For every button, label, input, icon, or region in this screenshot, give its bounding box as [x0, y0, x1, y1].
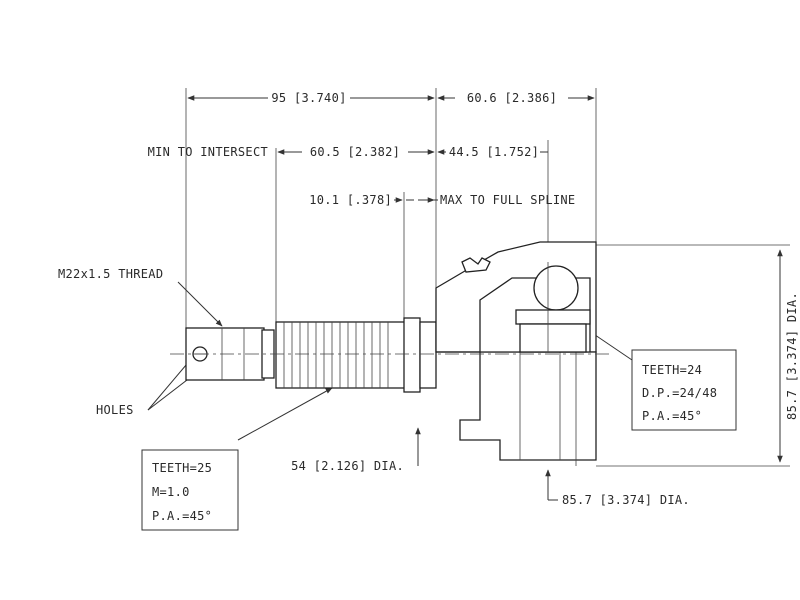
dim-10-1: 10.1 [.378]: [309, 193, 392, 207]
dim-85-7-dia-side: 85.7 [3.374] DIA.: [785, 292, 799, 420]
dim-54-dia: 54 [2.126] DIA.: [291, 459, 404, 473]
dim-60-6: 60.6 [2.386]: [467, 91, 557, 105]
outer-bell-housing: [435, 241, 597, 466]
dim-95: 95 [3.740]: [271, 91, 346, 105]
leader-thread: [177, 281, 223, 327]
min-to-intersect-label: MIN TO INTERSECT: [148, 145, 268, 159]
max-to-full-spline-label: MAX TO FULL SPLINE: [440, 193, 575, 207]
spline-outer-spec-box: TEETH=25 M=1.0 P.A.=45°: [141, 449, 239, 531]
outer-pressure-angle: P.A.=45°: [152, 509, 212, 523]
inner-teeth: TEETH=24: [642, 363, 702, 377]
inner-diametral-pitch: D.P.=24/48: [642, 386, 717, 400]
leader-holes-1: [147, 357, 193, 411]
dim-60-5: 60.5 [2.382]: [310, 145, 400, 159]
outer-module: M=1.0: [152, 485, 190, 499]
dimension-labels: 95 [3.740] 60.6 [2.386] MIN TO INTERSECT…: [58, 91, 799, 507]
dim-44-5: 44.5 [1.752]: [449, 145, 539, 159]
thread-callout: M22x1.5 THREAD: [58, 267, 163, 281]
stub-shaft: [185, 317, 437, 393]
holes-callout: HOLES: [96, 403, 134, 417]
inner-pressure-angle: P.A.=45°: [642, 409, 702, 423]
dim-85-7-dia-bottom: 85.7 [3.374] DIA.: [562, 493, 690, 507]
spline-inner-spec-box: TEETH=24 D.P.=24/48 P.A.=45°: [631, 349, 737, 431]
leader-spline-outer: [237, 387, 333, 441]
outer-teeth: TEETH=25: [152, 461, 212, 475]
